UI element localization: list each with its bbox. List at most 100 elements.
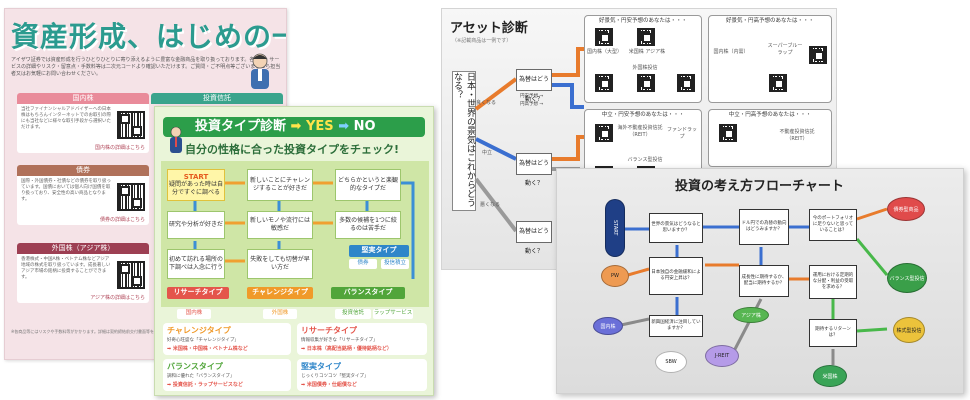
type-tag-research: リサーチタイプ [167,287,229,299]
panel-boom-strong-yen: 好景気・円高予想のあなたは・・・ 国内株（内需） スーパーブルーラップ [708,15,832,103]
card-recommendation: ➡ 日本株（高配当銘柄・優待銘柄など） [301,346,392,352]
flow-node: 多数の候補を1つに絞るのは苦手だ [335,211,401,239]
card-text: 調和に優れた「バランスタイプ」 [167,374,235,379]
card-title: チャレンジタイプ [167,326,231,335]
flow-box: 期待するリターンは？ [809,319,857,347]
type-subtag: ラップサービス [373,309,413,319]
flow-arrows [615,207,889,365]
economy-question-box: 日本・世界の景気はこれからどうなる？ [452,71,476,211]
qr-code-icon[interactable] [117,183,145,211]
poster-footer: ※各商品等にはリスクや手数料等がかかります。詳細は契約締結前交付書面等をご確認く… [11,329,186,334]
section-label: 債券 [17,165,149,176]
panel-title: 中立・円安予想のあなたは・・・ [601,112,685,118]
qr-code-icon[interactable] [637,28,655,46]
panel-title: 好景気・円高予想のあなたは・・・ [725,18,814,24]
card-title: 堅実タイプ [301,362,341,371]
card-text: 情報収集が好きな「リサーチタイプ」 [301,338,378,343]
flow-box: 新興国経済に注目していますか？ [649,315,703,337]
product-label: バランス型投信 [627,157,663,163]
section-link[interactable]: 債券の詳細はこちら [99,217,145,223]
card-title: リサーチタイプ [301,326,357,335]
result-equity-fund: 株式型投信 [893,317,925,343]
qr-code-icon[interactable] [677,74,695,92]
section-label: 投資信託 [151,93,283,104]
section-link[interactable]: 国内株の詳細はこちら [94,145,145,151]
flow-node: 研究や分析が好きだ [167,211,225,239]
poster-heading: 投資タイプ診断 ➡ YES ➡ NO [163,117,425,137]
investment-flowchart: 投資の考え方フローチャート START 世界の景気はどうなると思いますか？ ドル… [556,168,964,394]
yes-label: YES [305,119,334,134]
panel-title: 中立・円高予想のあなたは・・・ [728,112,812,118]
card-recommendation: ➡ 米国債券・仕組債など [301,382,357,388]
flow-box: ドル円での為替の動向はどうみますか？ [739,209,789,245]
type-subtag: 債券 [349,259,377,269]
flow-node: どちらかというと楽観的なタイプだ [335,169,401,201]
section-label: 外国株（アジア株） [17,243,149,254]
fx-question-box: 為替はどう動く？ [516,69,552,103]
fx-label: 円安予想 → [520,94,544,99]
flow-box: 日本独自の金融緩和による円安上昇は？ [649,257,703,295]
fx-question-box: 為替はどう動く？ [516,221,552,255]
qr-code-icon[interactable] [117,261,145,289]
flow-box: 運用における定期的な分配・利益の受取を求める？ [809,265,857,299]
card-recommendation: ➡ 投資信託・ラップサービスなど [167,382,243,388]
card-title: バランスタイプ [167,362,223,371]
section-link[interactable]: アジア株の詳細はこちら [90,295,145,301]
panel-neutral-strong-yen: 中立・円高予想のあなたは・・・ 不動産投資信託（REIT） [708,109,832,167]
product-label: 国内株（大型） [587,49,623,55]
chart-title: 投資の考え方フローチャート [675,179,844,194]
qr-code-icon[interactable] [637,74,655,92]
type-subtag: 投資信託 [335,309,371,319]
heading-text: 投資タイプ診断 [195,119,287,134]
result-jreit: J-REIT [705,345,739,367]
branch-label: 悪くなる [480,202,501,208]
result-us-stock: 米国株 [813,365,847,387]
no-label: NO [353,119,376,134]
chart-title: アセット診断 [450,21,528,36]
section-body: 当社ファイナンシャルアドバイザーへの日本株はもちろんインターネットでのお取引の際… [21,107,111,130]
pointing-person-icon [170,126,182,153]
product-label: 不動産投資信託（REIT） [779,129,815,142]
flow-node: 新しいことにチャレンジすることが好きだ [247,169,313,201]
flow-box: 今のポートフォリオに足りないと思っていることは？ [809,209,857,241]
card-text: じっくりコツコツ「堅実タイプ」 [301,374,369,379]
qr-code-icon[interactable] [719,124,737,142]
qr-code-icon[interactable] [595,28,613,46]
qr-code-icon[interactable] [595,74,613,92]
advisor-illustration-icon [251,53,269,89]
section-domestic-stock: 国内株 当社ファイナンシャルアドバイザーへの日本株はもちろんインターネットでのお… [17,93,149,153]
qr-code-icon[interactable] [117,111,145,139]
poster-intro: アイザワ証券では資産形成を行うひとりひとりに寄り添えるように豊富な金融商品を取り… [11,57,281,77]
card-text: 好奇心旺盛な「チャレンジタイプ」 [167,338,239,343]
product-label: 米国株 アジア株 [628,49,666,55]
flow-node: 初めて訪れる場所の下調べは入念に行う [167,249,225,279]
product-label: ファンドラップ [667,127,698,140]
panel-boom-weak-yen: 好景気・円安予想のあなたは・・・ 国内株（大型） 米国株 アジア株 外国株投信 [584,15,702,103]
asset-diagnosis-chart: アセット診断 （※記載商品は一例です） 日本・世界の景気はこれからどうなる？ 良… [441,8,837,270]
section-body: 香港株式・中国A株・ベトナム株などアジア地域の株式を取り扱っています。成長著しい… [21,257,111,280]
type-tag-steady: 堅実タイプ [349,245,409,257]
type-subtag: 国内株 [177,309,211,319]
branch-label: 中立 [482,150,493,156]
chart-note: （※記載商品は一例です） [452,38,512,44]
poster-subtitle: 自分の性格に合った投資タイプをチェック! [185,143,400,156]
node-text: 疑問があった時は自分ですぐに調べる [169,181,224,196]
result-domestic-stock: 国内株 [593,317,623,335]
qr-code-icon[interactable] [769,74,787,92]
branch-label: 良くなる [476,100,497,106]
product-label: 国内株（内需） [713,49,749,55]
flow-node: 新しいモノや流行には敏感だ [247,211,313,239]
panel-title: 好景気・円安予想のあなたは・・・ [598,18,687,24]
type-card-research: リサーチタイプ 情報収集が好きな「リサーチタイプ」 ➡ 日本株（高配当銘柄・優待… [297,323,427,355]
qr-code-icon[interactable] [809,46,827,64]
result-bond-products: 債券型商品 [887,197,925,221]
product-label: 海外不動産投資信託（REIT） [617,125,663,138]
product-label: スーパーブルーラップ [767,43,803,56]
type-card-challenge: チャレンジタイプ 好奇心旺盛な「チャレンジタイプ」 ➡ 米国株・中国株・ベトナム… [163,323,291,355]
section-asian-stock: 外国株（アジア株） 香港株式・中国A株・ベトナム株などアジア地域の株式を取り扱っ… [17,243,149,303]
qr-code-icon[interactable] [595,124,613,142]
flow-start: START [605,199,625,257]
section-body: 国際・外国債券・社債などの債券を取り扱っています。国債においては個人向け国債を取… [21,179,111,202]
